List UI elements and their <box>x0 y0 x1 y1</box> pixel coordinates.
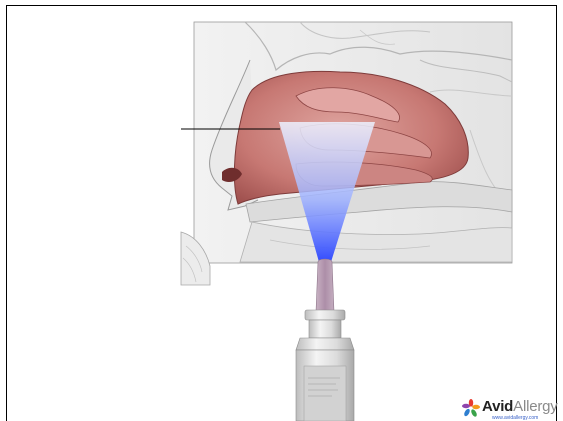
logo-wordmark: AvidAllergy <box>482 398 558 416</box>
logo-name-allergy: Allergy <box>513 398 557 415</box>
nasal-spray-bottle <box>296 259 354 421</box>
logo-name-avid: Avid <box>482 398 513 415</box>
logo-url: www.avidallergy.com <box>492 415 538 421</box>
pinwheel-logo-icon <box>462 399 480 417</box>
avidallergy-logo: AvidAllergy www.avidallergy.com <box>462 398 563 420</box>
